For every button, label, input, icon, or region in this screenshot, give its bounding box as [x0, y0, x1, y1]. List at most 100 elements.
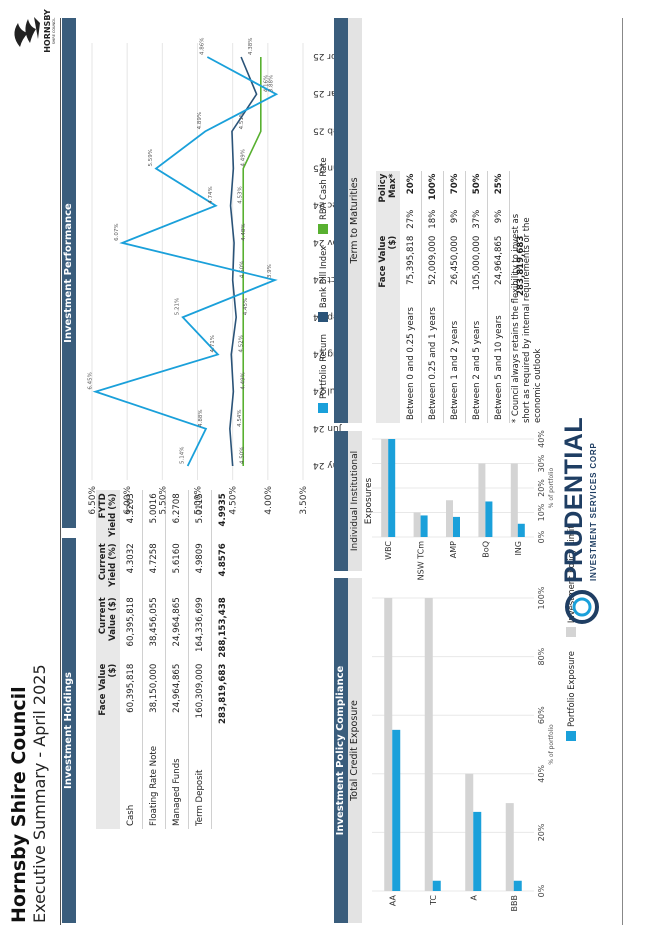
- inst-bar-exposure: [453, 516, 460, 537]
- perf-xtick-label: Aug 24: [313, 348, 345, 358]
- table-row: Between 5 and 10 years 24,964,865 9% 25%: [487, 170, 510, 423]
- table-cell: Between 1 and 2 years: [443, 299, 466, 423]
- table-row: Floating Rate Note 38,150,000 38,456,055…: [142, 490, 166, 829]
- perf-xtick-label: Mar 25: [313, 88, 344, 98]
- performance-header: Investment Performance: [62, 18, 76, 528]
- perf-data-label: 4.54%: [237, 409, 243, 426]
- table-cell: Between 0.25 and 1 years: [421, 299, 444, 423]
- perf-legend: Portfolio Return Bank Bill Index RBA Cas…: [318, 157, 328, 413]
- credit-xtick-label: 40%: [537, 765, 546, 783]
- table-cell: 5.6160: [165, 540, 189, 595]
- credit-bar-limit: [505, 803, 514, 891]
- inst-bar-exposure: [420, 515, 428, 537]
- maturities-col-1: Face Value ($): [376, 232, 400, 299]
- credit-category-label: BBB: [510, 895, 519, 911]
- inst-xlabel: % of portfolio: [548, 467, 555, 508]
- table-cell: 20%: [400, 170, 422, 207]
- perf-data-label: 4.45%: [243, 298, 249, 315]
- credit-bar-limit: [424, 598, 433, 891]
- inst-xtick-label: 10%: [537, 503, 546, 521]
- table-cell: 27%: [400, 206, 422, 233]
- header-divider: [60, 18, 61, 925]
- table-cell: [212, 727, 235, 829]
- table-cell: 60,395,818: [120, 660, 143, 727]
- perf-data-label: 5.21%: [175, 298, 181, 315]
- perf-data-label: 4.71%: [210, 335, 216, 352]
- table-cell: 288,153,438: [218, 597, 228, 658]
- credit-category-label: AA: [388, 894, 397, 906]
- maturities-subheader: Term to Maturities: [348, 18, 362, 423]
- perf-data-label: 4.38%: [248, 38, 254, 55]
- table-cell: 283,819,683: [218, 663, 228, 724]
- perf-xtick-label: Dec 24: [313, 200, 345, 210]
- perf-data-label: 4.52%: [238, 335, 244, 352]
- page-subtitle: Executive Summary - April 2025: [30, 664, 49, 923]
- table-cell: 4.7258: [142, 540, 166, 595]
- perf-data-label: 4.16%: [264, 75, 270, 92]
- inst-category-label: WBC: [384, 541, 393, 560]
- holdings-col-0: [96, 727, 120, 829]
- table-total-row: 283,819,683 288,153,438 4.8576 4.9935: [212, 490, 235, 829]
- table-cell: 25%: [487, 170, 510, 207]
- inst-category-label: AMP: [449, 541, 458, 558]
- perf-ytick-label: 6.00%: [123, 486, 133, 515]
- prudential-logo-sub: INVESTMENT SERVICES CORP: [589, 442, 598, 581]
- inst-bar-limit: [446, 500, 453, 537]
- table-cell: 160,309,000: [188, 660, 212, 727]
- inst-bar-limit: [478, 463, 486, 537]
- table-cell: 105,000,000: [465, 232, 488, 299]
- table-row: Between 0 and 0.25 years 75,395,818 27% …: [400, 170, 422, 423]
- credit-xtick-label: 100%: [537, 586, 546, 609]
- credit-category-label: A: [469, 894, 478, 900]
- perf-data-label: 4.89%: [197, 112, 203, 129]
- table-row: Between 0.25 and 1 years 52,009,000 18% …: [421, 170, 444, 423]
- compliance-header-right: [334, 431, 348, 571]
- table-cell: 9%: [443, 206, 466, 233]
- hornsby-logo: HORNSBY SHIRE COUNCIL: [14, 9, 56, 53]
- credit-bar-exposure: [392, 729, 401, 891]
- page-title: Hornsby Shire Council: [8, 686, 30, 923]
- table-cell: 24,964,865: [165, 660, 189, 727]
- perf-data-label: 5.14%: [180, 447, 186, 464]
- perf-ytick-label: 5.50%: [158, 486, 168, 515]
- table-cell: 24,964,865: [165, 594, 189, 661]
- credit-category-label: TC: [429, 895, 438, 906]
- perf-xtick-label: Nov 24: [313, 237, 345, 247]
- table-cell: 37%: [465, 206, 488, 233]
- svg-text:HORNSBY: HORNSBY: [43, 9, 52, 53]
- table-cell: 38,456,055: [142, 594, 166, 661]
- perf-xtick-label: Oct 24: [313, 274, 343, 284]
- table-row: Managed Funds 24,964,865 24,964,865 5.61…: [165, 490, 189, 829]
- table-cell: 24,964,865: [487, 232, 510, 299]
- legend-swatch-rba: [318, 223, 328, 234]
- table-cell: 100%: [421, 170, 444, 207]
- legend-label-exposure: Portfolio Exposure: [566, 651, 576, 727]
- perf-data-label: 4.49%: [240, 149, 246, 166]
- perf-ytick-label: 6.50%: [88, 486, 98, 515]
- perf-data-label: 4.50%: [240, 261, 246, 278]
- perf-data-label: 3.88%: [268, 75, 274, 92]
- credit-bar-exposure: [432, 880, 441, 891]
- table-cell: Term Deposit: [188, 727, 212, 829]
- table-cell: 4.8576: [218, 543, 228, 577]
- maturities-table: Face Value ($) Policy Max* Between 0 and…: [376, 170, 531, 423]
- perf-data-label: 4.51%: [239, 112, 245, 129]
- table-cell: 50%: [465, 170, 488, 207]
- perf-data-label: 5.59%: [148, 149, 154, 166]
- legend-label-rba: RBA Cash Rate: [318, 157, 328, 220]
- perf-series-portfolio: [92, 56, 279, 467]
- inst-xtick-label: 20%: [537, 479, 546, 497]
- table-row: Between 2 and 5 years 105,000,000 37% 50…: [465, 170, 488, 423]
- holdings-col-2: Current Value ($): [96, 594, 120, 661]
- table-cell: 4.9809: [188, 540, 212, 595]
- legend-label-bbi: Bank Bill Index: [318, 245, 328, 309]
- perf-series-bbi: [229, 56, 258, 467]
- legend-label-portfolio: Portfolio Return: [318, 334, 328, 399]
- legend-swatch-exposure: [566, 731, 576, 741]
- table-row: Cash 60,395,818 60,395,818 4.3032 4.3203: [120, 490, 143, 829]
- perf-data-label: 6.07%: [114, 223, 120, 240]
- maturities-header-bar: [334, 18, 348, 423]
- prudential-logo-icon: [565, 590, 599, 624]
- credit-xtick-label: 0%: [537, 884, 546, 897]
